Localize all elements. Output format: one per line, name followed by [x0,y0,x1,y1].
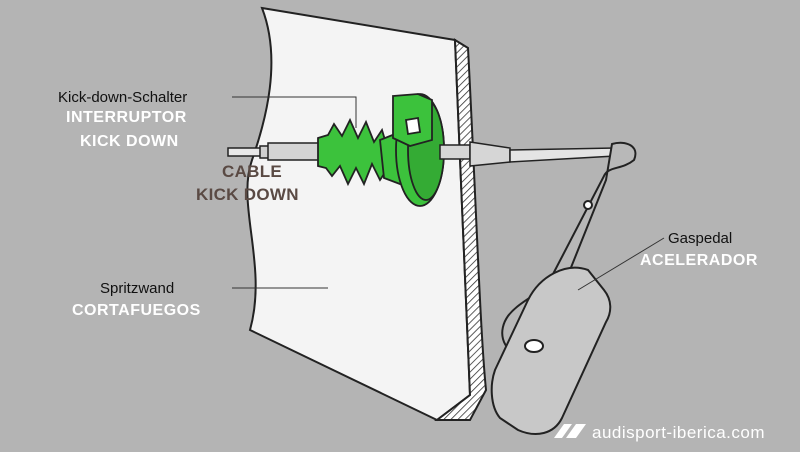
label-firewall-de: Spritzwand [100,280,175,297]
label-kickdown-switch-es-2: KICK DOWN [80,133,179,150]
label-pedal-de: Gaspedal [668,230,733,247]
firewall-panel [246,6,488,422]
kickdown-cable [227,142,331,161]
accelerator-cable [439,141,616,167]
label-pedal-es: ACELERADOR [640,252,758,269]
watermark-logo [554,424,586,438]
label-cable-es-1: CABLE [222,162,283,181]
label-kickdown-switch-de: Kick-down-Schalter [58,89,188,106]
watermark-text: audisport-iberica.com [592,423,766,442]
leader-switch [232,96,357,128]
label-kickdown-switch-es-1: INTERRUPTOR [66,109,187,126]
kickdown-switch [317,93,445,207]
label-cable-es-2: KICK DOWN [196,185,299,204]
label-firewall-es: CORTAFUEGOS [72,302,201,319]
leader-lines [232,96,665,291]
leader-pedal [577,237,665,291]
accelerator-pedal [490,141,637,435]
